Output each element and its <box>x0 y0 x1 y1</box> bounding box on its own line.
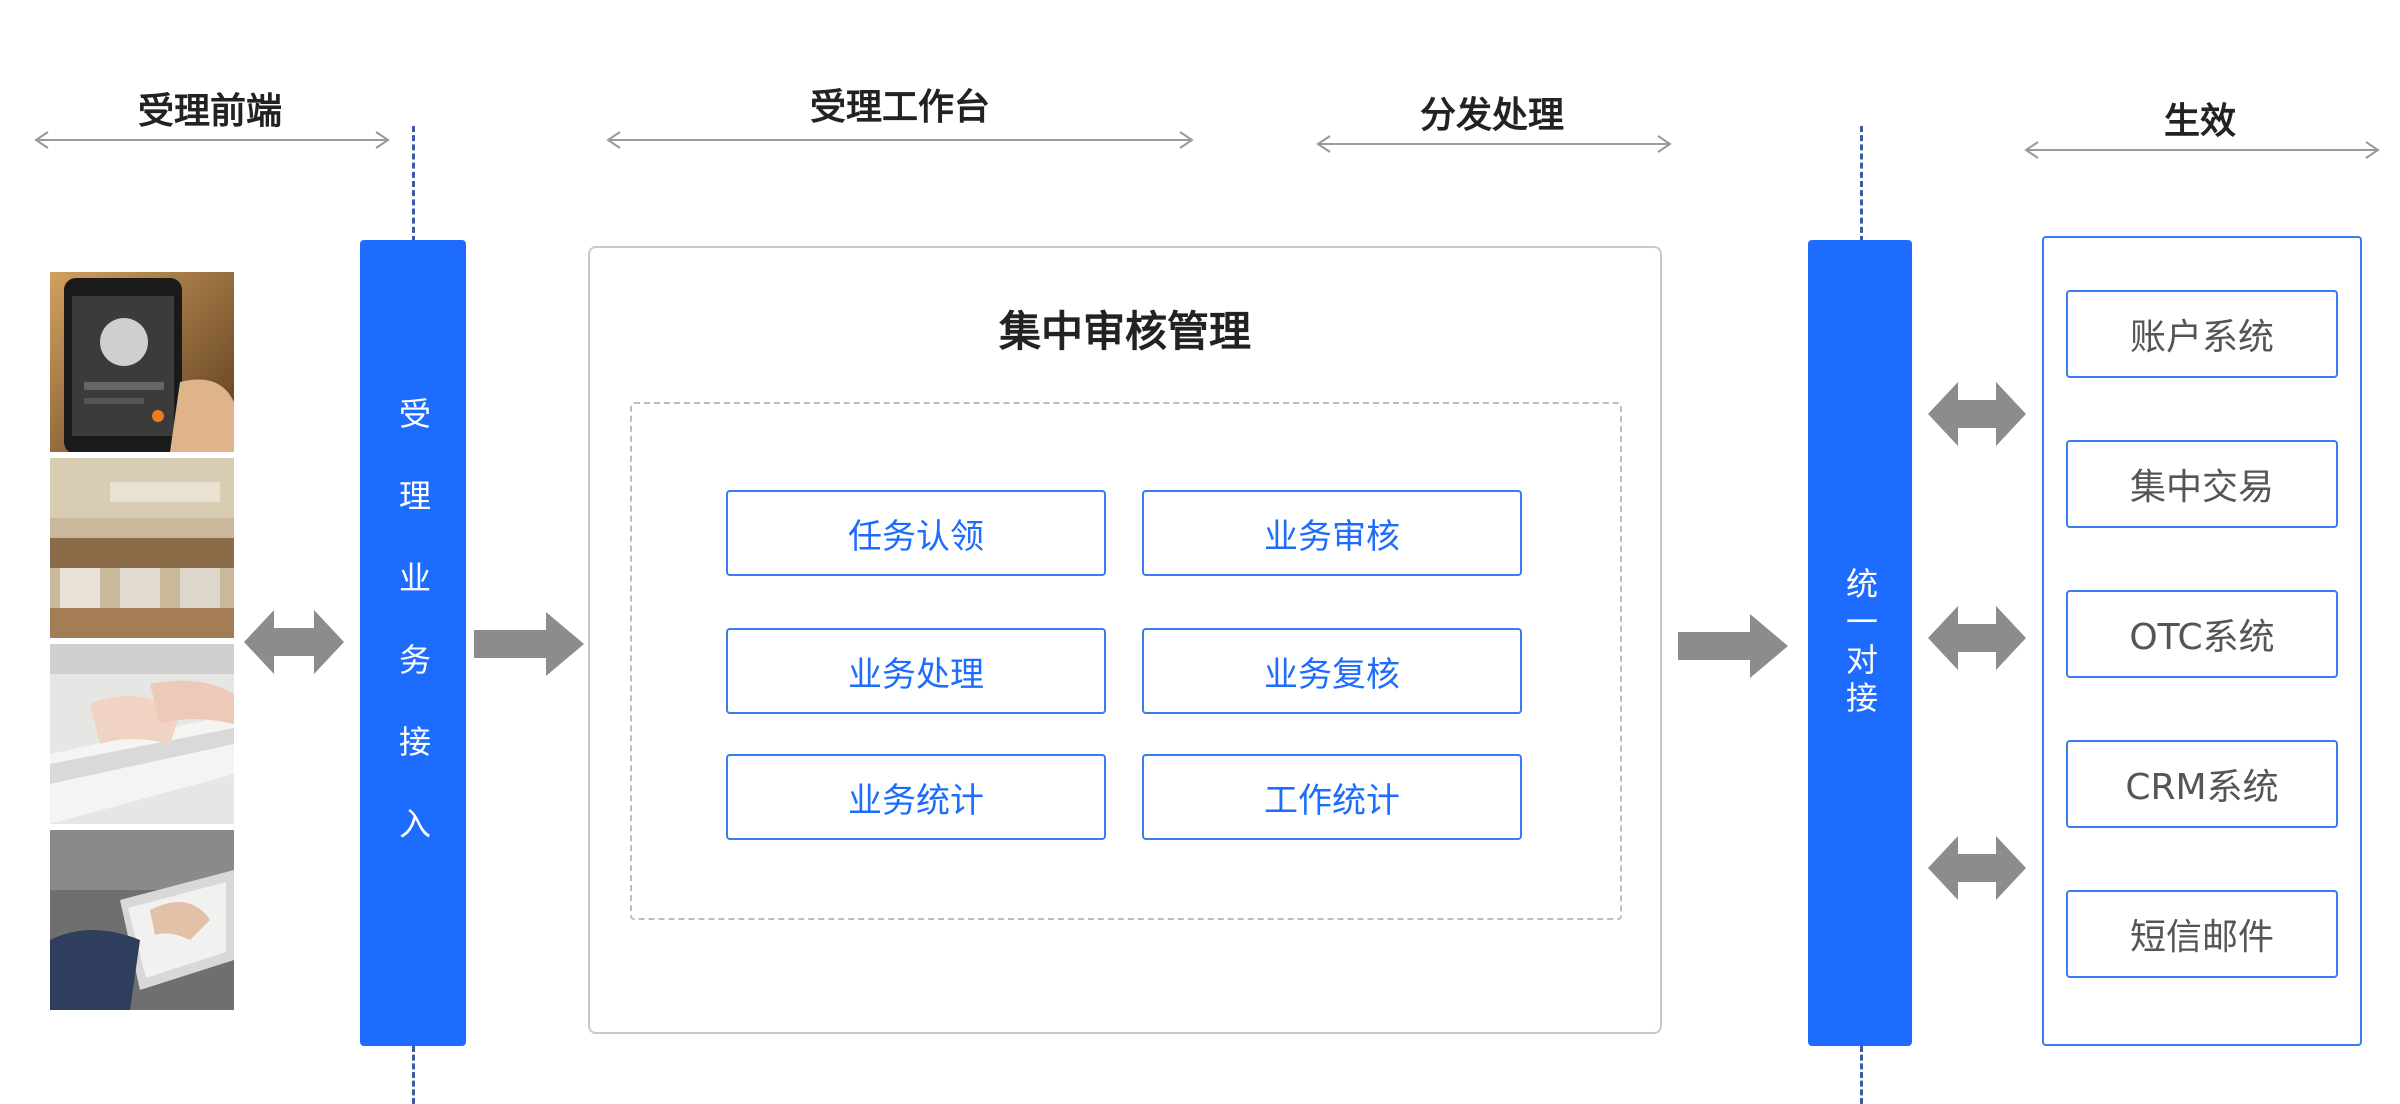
right-arrow-icon <box>1678 614 1788 678</box>
system-sms-email: 短信邮件 <box>2066 890 2338 978</box>
section-title-workbench: 受理工作台 <box>809 87 991 128</box>
unify-bar-label: 统一对接 <box>1841 567 1879 719</box>
range-arrow-dispatch <box>1314 134 1674 154</box>
branch-office-photo <box>50 458 234 638</box>
laptop-typing-photo <box>50 644 234 824</box>
range-arrow-frontend <box>32 130 392 150</box>
divider-left-bottom <box>412 1046 415 1104</box>
smartphone-photo <box>50 272 234 452</box>
panel-title: 集中审核管理 <box>998 307 1251 356</box>
access-bar: 受理业务接入 <box>360 240 466 1046</box>
divider-left-top <box>412 126 415 242</box>
unify-bar: 统一对接 <box>1808 240 1912 1046</box>
divider-right-top <box>1860 126 1863 242</box>
access-bar-label: 受理业务接入 <box>394 397 432 889</box>
tablet-photo <box>50 830 234 1010</box>
system-centralized-trading: 集中交易 <box>2066 440 2338 528</box>
range-arrow-effective <box>2022 140 2382 160</box>
double-arrow-icon <box>1928 836 2026 900</box>
function-business-statistics: 业务统计 <box>726 754 1106 840</box>
double-arrow-icon <box>1928 606 2026 670</box>
double-arrow-icon <box>244 610 344 674</box>
function-business-review: 业务审核 <box>1142 490 1522 576</box>
double-arrow-icon <box>1928 382 2026 446</box>
right-arrow-icon <box>474 612 584 676</box>
systems-frame <box>2042 236 2362 1046</box>
section-title-effective: 生效 <box>2163 101 2237 142</box>
function-task-claim: 任务认领 <box>726 490 1106 576</box>
divider-right-bottom <box>1860 1046 1863 1104</box>
system-otc: OTC系统 <box>2066 590 2338 678</box>
functions-group <box>630 402 1622 920</box>
system-crm: CRM系统 <box>2066 740 2338 828</box>
function-business-recheck: 业务复核 <box>1142 628 1522 714</box>
section-title-frontend: 受理前端 <box>137 91 283 132</box>
section-title-dispatch: 分发处理 <box>1419 95 1565 136</box>
range-arrow-workbench <box>604 130 1196 150</box>
function-work-statistics: 工作统计 <box>1142 754 1522 840</box>
function-business-processing: 业务处理 <box>726 628 1106 714</box>
system-account: 账户系统 <box>2066 290 2338 378</box>
